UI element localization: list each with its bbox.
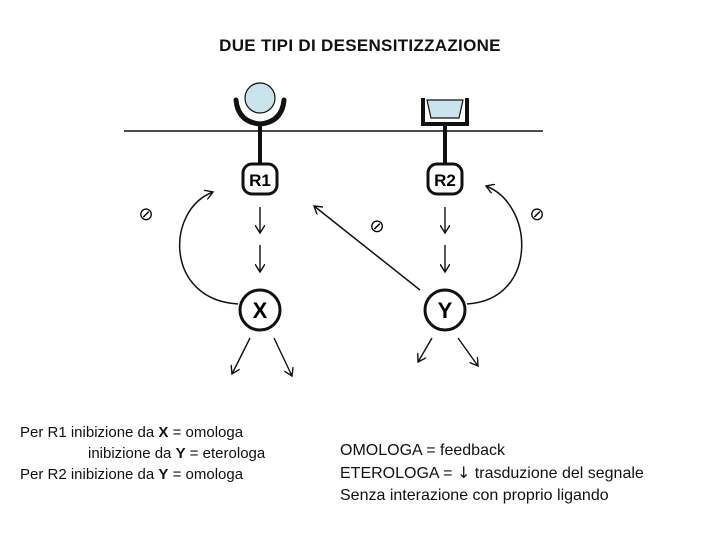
feedback-arrow-x-to-r1 xyxy=(178,192,239,305)
effector-x-label: X xyxy=(253,298,268,323)
downstream-arrow-x-left xyxy=(232,337,251,374)
feedback-arrow-y-to-r2 xyxy=(466,186,523,305)
receptor-r1-box xyxy=(241,162,279,196)
inhibition-symbol-y: ⊘ xyxy=(529,204,544,225)
receptor-r1-label: R1 xyxy=(249,171,271,190)
note-r1-heterologous: inibizione da Y = eterologa xyxy=(88,445,266,462)
receptor-r2-binding-site xyxy=(421,98,469,164)
receptor-r2-label: R2 xyxy=(434,171,456,190)
receptor-r1-binding-site xyxy=(233,97,287,164)
downstream-arrow-x-right xyxy=(273,337,292,376)
definition-no-ligand: Senza interazione con proprio ligando xyxy=(340,487,609,504)
inhibition-symbol-heterologous: ⊘ xyxy=(369,216,384,237)
down-arrow-icon: ↓ xyxy=(456,463,471,482)
downstream-arrow-y-left xyxy=(418,337,433,362)
inhibition-symbol-x: ⊘ xyxy=(138,204,153,225)
note-r2-homologous: Per R2 inibizione da Y = omologa xyxy=(20,466,244,483)
legend-definitions: OMOLOGA = feedback ETEROLOGA = ↓ trasduz… xyxy=(340,440,644,507)
receptor-r2-box xyxy=(426,162,464,196)
heterologous-arrow-y-to-r1 xyxy=(314,206,421,291)
ligand-round xyxy=(244,82,276,114)
effector-y-circle xyxy=(423,288,467,332)
definition-heterologous: ETEROLOGA = ↓ trasduzione del segnale xyxy=(340,463,644,482)
note-r1-homologous: Per R1 inibizione da X = omologa xyxy=(20,424,244,441)
page-title: DUE TIPI DI DESENSITIZZAZIONE xyxy=(219,36,501,55)
legend-inhibition-notes: Per R1 inibizione da X = omologa inibizi… xyxy=(20,422,265,485)
effector-y-label: Y xyxy=(438,298,453,323)
definition-homologous: OMOLOGA = feedback xyxy=(340,442,505,459)
downstream-arrow-y-right xyxy=(457,337,478,366)
ligand-square xyxy=(426,99,464,119)
effector-x-circle xyxy=(238,288,282,332)
